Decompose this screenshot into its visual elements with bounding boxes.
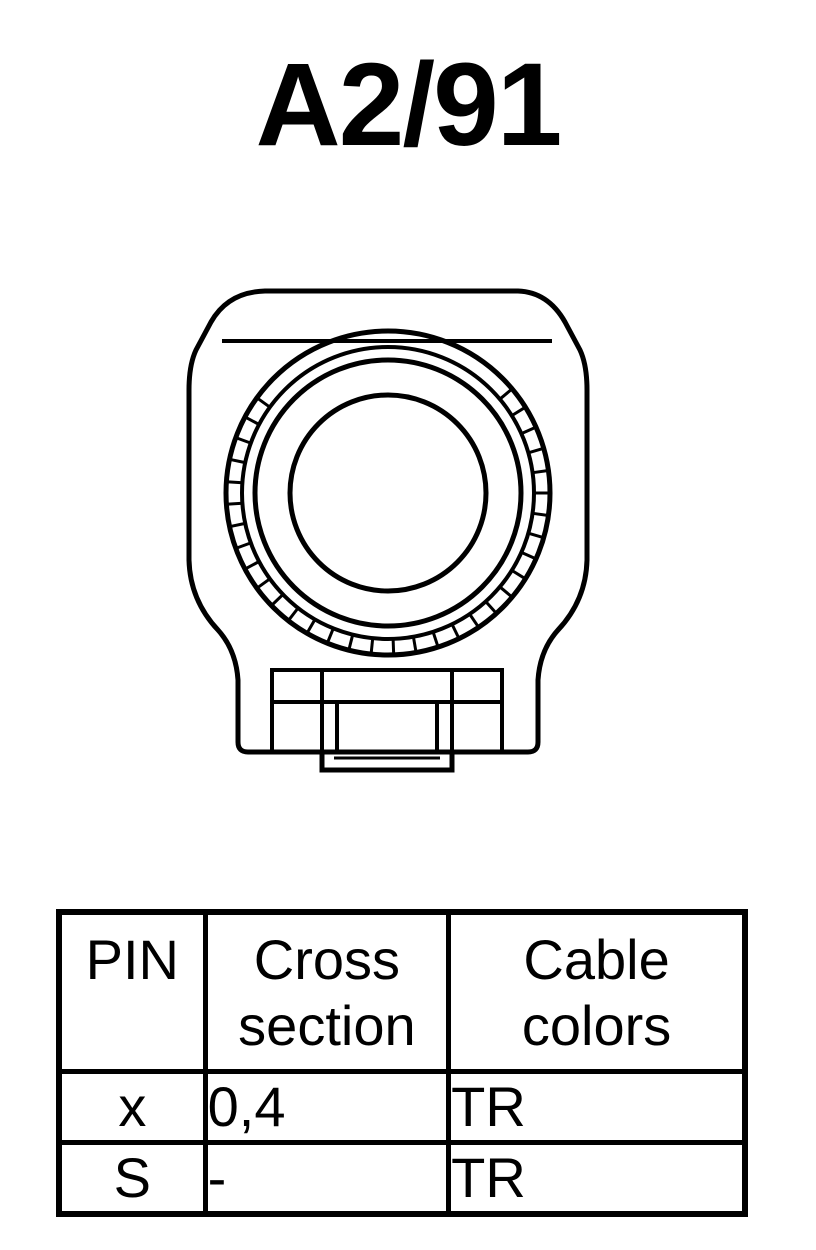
- header-pin: PIN: [56, 909, 208, 1074]
- pin-cell: S: [56, 1140, 208, 1217]
- knurl-tick: [256, 577, 271, 590]
- pin-cell: x: [56, 1069, 208, 1145]
- header-cable-colors-line1: Cable: [523, 928, 670, 991]
- cross-section-cell: -: [202, 1140, 452, 1217]
- knurl-tick: [244, 560, 260, 571]
- knurl-tick: [532, 469, 549, 475]
- knurl-tick: [270, 593, 285, 607]
- knurl-tick: [498, 387, 514, 401]
- knurl-tick: [520, 551, 537, 561]
- knurled-ring-inner: [240, 345, 536, 641]
- header-cable-colors: Cable colors: [446, 909, 748, 1074]
- diagram-title: A2/91: [255, 39, 563, 171]
- knurl-tick: [244, 415, 260, 426]
- knurl-tick: [229, 457, 246, 465]
- knurl-tick: [229, 521, 246, 529]
- header-cable-colors-line2: colors: [521, 994, 672, 1057]
- knurl-tick: [287, 607, 300, 622]
- knurl-tick: [527, 446, 545, 455]
- cross-section-cell: 0,4: [202, 1069, 452, 1145]
- knurl-tick: [511, 569, 527, 581]
- table-row: S - TR: [56, 1140, 748, 1217]
- header-cross-section: Cross section: [202, 909, 452, 1074]
- knurl-tick: [347, 634, 355, 651]
- latch: [270, 668, 504, 773]
- knurl-tick: [520, 425, 537, 435]
- knurl-tick: [511, 405, 527, 417]
- knurl-tick: [256, 396, 271, 409]
- knurl-tick: [527, 531, 545, 540]
- knurled-ring-outer: [223, 328, 553, 658]
- cable-color-cell: TR: [446, 1069, 748, 1145]
- nut-ring: [252, 357, 524, 629]
- knurl-tick: [305, 618, 317, 635]
- table-header-row: PIN Cross section Cable colors: [56, 909, 748, 1074]
- knurl-tick: [325, 627, 335, 644]
- cable-color-cell: TR: [446, 1140, 748, 1217]
- knurl-tick: [226, 501, 243, 506]
- connector-drawing: [186, 288, 590, 773]
- table-row: x 0,4 TR: [56, 1069, 748, 1145]
- knurl-tick: [369, 638, 375, 655]
- knurl-tick: [411, 636, 418, 653]
- knurl-tick: [532, 511, 549, 517]
- knurl-tick: [431, 631, 440, 648]
- knurl-tick: [468, 613, 480, 629]
- knurl-tick: [391, 638, 396, 655]
- knurl-tick: [450, 623, 461, 640]
- header-cross-section-line2: section: [238, 994, 416, 1057]
- knurl-tick: [235, 436, 252, 445]
- header-cross-section-line1: Cross: [253, 928, 401, 991]
- knurl-tick: [484, 600, 498, 615]
- pin-table: PIN Cross section Cable colors x 0,4 TR …: [56, 909, 748, 1217]
- bore-ring: [287, 392, 489, 594]
- knurl-tick: [498, 585, 514, 599]
- knurl-tick: [226, 480, 243, 485]
- knurl-ticks: [226, 387, 550, 655]
- knurl-tick: [235, 541, 252, 550]
- header-pin-label: PIN: [85, 928, 179, 991]
